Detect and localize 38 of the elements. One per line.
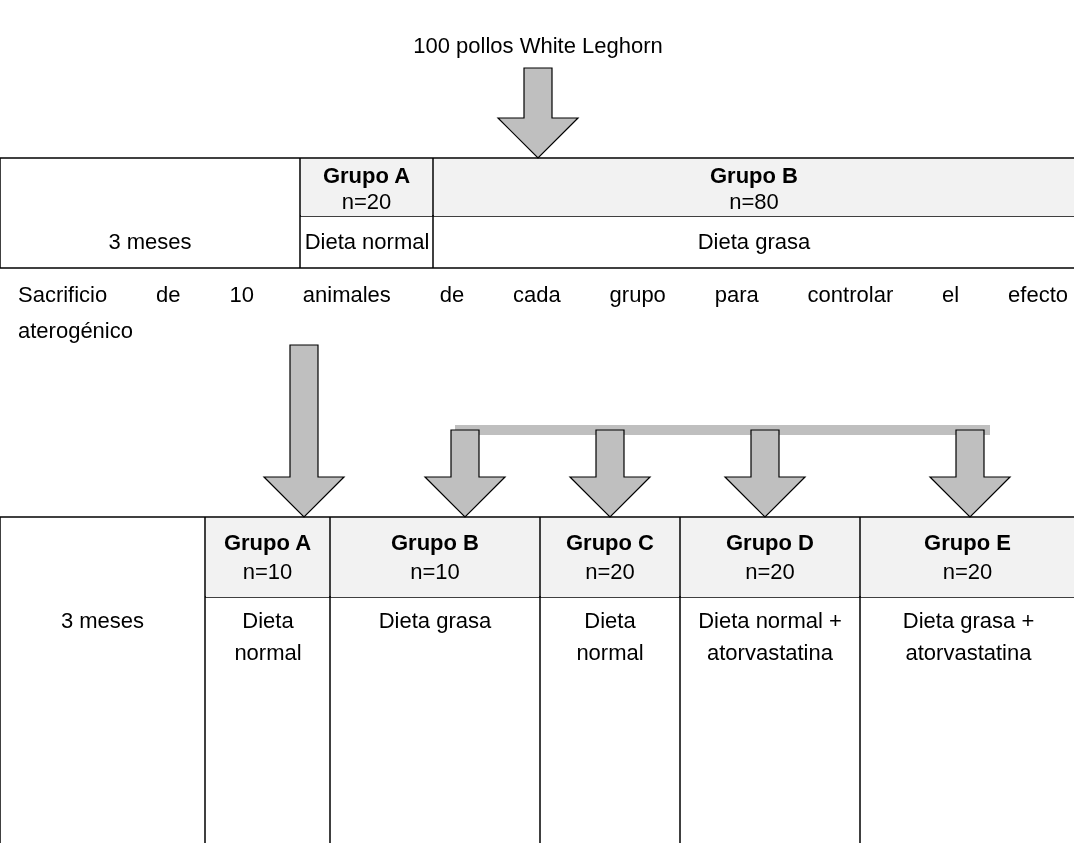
block-arrow (262, 344, 346, 518)
group-header-cell (541, 518, 679, 597)
sample-size: n=10 (409, 558, 461, 586)
diet-text: Dieta normal (233, 607, 303, 667)
diet-text: Dieta normal + atorvastatina (697, 607, 843, 667)
sample-size: n=80 (728, 190, 780, 214)
group-header-cell (681, 518, 859, 597)
sample-size: n=20 (584, 558, 636, 586)
row-label: 3 meses (107, 228, 193, 256)
block-arrow (496, 67, 580, 159)
group-header-cell (434, 159, 1074, 216)
sample-size: n=20 (744, 558, 796, 586)
note-text: Sacrificio de 10 animales de cada grupo para controlar el efecto aterogénico (18, 281, 1068, 345)
population-text: 100 pollos White Leghorn (300, 30, 776, 62)
block-arrow (723, 429, 807, 518)
group-heading: Grupo A (222, 529, 313, 557)
sample-size: n=20 (941, 558, 994, 586)
diet-text: Dieta grasa (377, 607, 493, 635)
block-arrow (928, 429, 1012, 518)
diet-text: Dieta normal (575, 607, 645, 667)
group-heading: Grupo B (390, 529, 480, 557)
diet-text: Dieta grasa + atorvastatina (901, 607, 1036, 667)
block-arrow (568, 429, 652, 518)
row-label: 3 meses (59, 607, 146, 635)
group-heading: Grupo E (923, 529, 1012, 557)
block-arrow (423, 429, 507, 518)
diet-text: Dieta grasa (696, 228, 812, 256)
group-header-cell (331, 518, 539, 597)
group-header-cell (861, 518, 1074, 597)
sample-size: n=20 (340, 190, 393, 214)
group-heading: Grupo D (725, 529, 815, 557)
group-heading: Grupo B (709, 162, 799, 190)
group-heading: Grupo C (565, 529, 655, 557)
group-header-cell (206, 518, 329, 597)
group-heading: Grupo A (321, 162, 412, 190)
sample-size: n=10 (241, 558, 294, 586)
group-header-cell (301, 159, 432, 216)
diet-text: Dieta normal (303, 228, 431, 256)
